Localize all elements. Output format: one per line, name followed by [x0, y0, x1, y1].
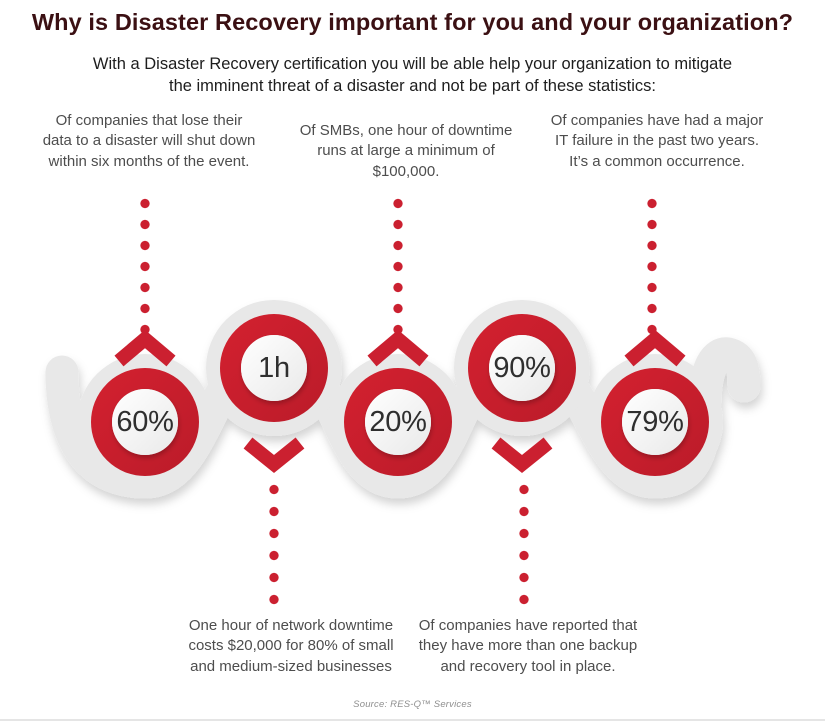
dotted-connector-icon — [519, 484, 529, 610]
stat-callout-20: Of SMBs, one hour of downtime runs at la… — [299, 122, 513, 180]
stat-callout-79: Of companies have had a major IT failure… — [550, 112, 764, 170]
chevron-up-icon — [367, 329, 429, 367]
dotted-connector-icon — [269, 484, 279, 610]
chevron-down-icon — [243, 437, 305, 473]
chevron-down-icon — [491, 437, 553, 473]
stat-value-20: 20% — [369, 406, 427, 438]
page-subtitle: With a Disaster Recovery certification y… — [92, 55, 733, 96]
stat-rings — [91, 314, 709, 476]
stat-value-79: 79% — [626, 406, 684, 438]
stat-value-1h: 1h — [258, 352, 290, 384]
chevrons — [114, 329, 686, 473]
stat-value-60: 60% — [116, 406, 174, 438]
chevron-up-icon — [114, 329, 176, 367]
stat-callout-1h: One hour of network downtime costs $20,0… — [188, 617, 394, 675]
chevron-up-icon — [624, 329, 686, 367]
stat-value-90: 90% — [493, 352, 551, 384]
dotted-connector-icon — [140, 198, 150, 342]
stat-callout-60: Of companies that lose their data to a d… — [42, 112, 256, 170]
dotted-connector-icon — [647, 198, 657, 342]
stat-callout-90: Of companies have reported that they hav… — [418, 617, 638, 675]
dotted-connector-icon — [393, 198, 403, 342]
stat-inner-circles — [112, 335, 688, 455]
page-title: Why is Disaster Recovery important for y… — [31, 9, 794, 35]
source-attribution: Source: RES-Q™ Services — [353, 699, 472, 710]
